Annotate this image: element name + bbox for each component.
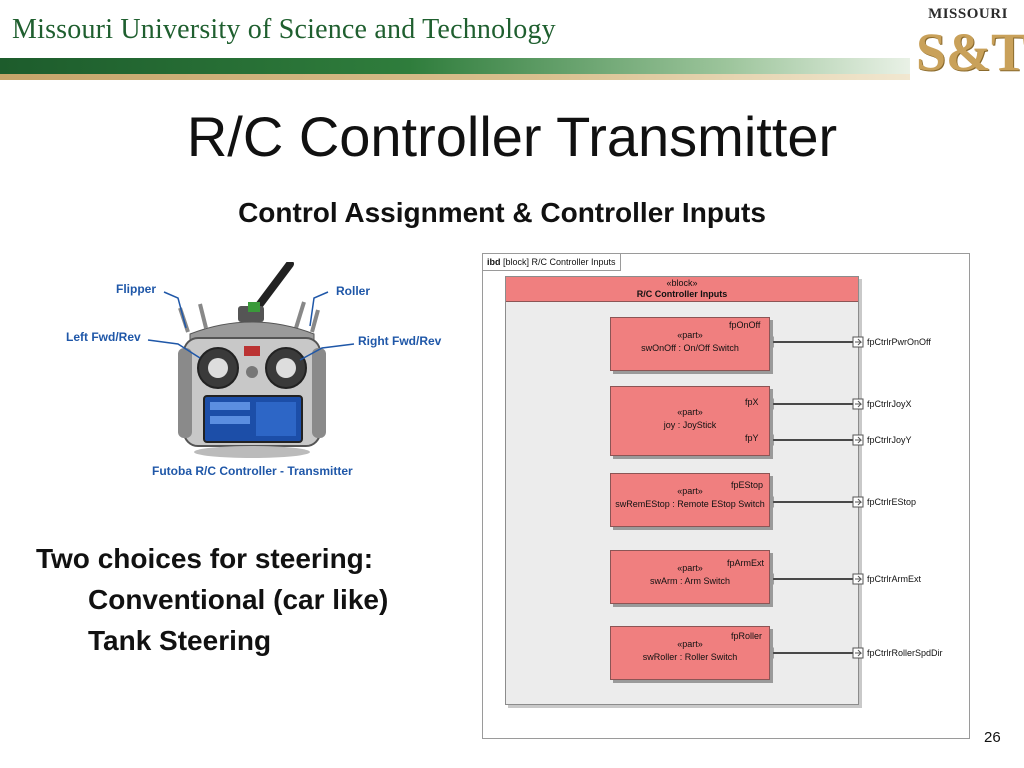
port-label-fpy: fpY bbox=[745, 433, 759, 443]
right-fwd-rev-label: Right Fwd/Rev bbox=[358, 334, 442, 348]
slide-subtitle: Control Assignment & Controller Inputs bbox=[238, 197, 766, 228]
ext-port-fpctrlrpwronoff: fpCtrlrPwrOnOff bbox=[867, 337, 931, 347]
ibd-frame-tab: ibd [block] R/C Controller Inputs bbox=[483, 254, 621, 271]
part-stereotype: «part» bbox=[677, 486, 703, 496]
part-swonoff: «part» swOnOff : On/Off Switch bbox=[610, 317, 770, 371]
page-number: 26 bbox=[984, 729, 1001, 746]
part-swroller: «part» swRoller : Roller Switch bbox=[610, 626, 770, 680]
ext-port-fpctrlrarmext: fpCtrlrArmExt bbox=[867, 574, 921, 584]
port-label-fproller: fpRoller bbox=[731, 631, 763, 641]
part-stereotype: «part» bbox=[677, 639, 703, 649]
roller-label: Roller bbox=[336, 284, 371, 298]
port-label-fpx: fpX bbox=[745, 397, 759, 407]
part-name: swArm : Arm Switch bbox=[649, 576, 730, 586]
ibd-frame-kind: ibd bbox=[487, 257, 501, 267]
steering-option-conventional: Conventional (car like) bbox=[88, 584, 389, 615]
part-name: swOnOff : On/Off Switch bbox=[641, 343, 739, 353]
header-green-bar bbox=[0, 58, 910, 74]
part-name: joy : JoyStick bbox=[663, 420, 717, 430]
port-label-fpestop: fpEStop bbox=[731, 480, 764, 490]
transmitter-photo: Flipper Roller Left Fwd/Rev Right Fwd/Re… bbox=[60, 260, 460, 484]
university-logo: MISSOURI S&T bbox=[916, 6, 1024, 84]
part-name: swRoller : Roller Switch bbox=[642, 652, 738, 662]
block-name: R/C Controller Inputs bbox=[636, 289, 728, 299]
ext-port-fpctrlrrollerspddir: fpCtrlrRollerSpdDir bbox=[867, 648, 943, 658]
block-header: «block» R/C Controller Inputs bbox=[506, 277, 858, 302]
logo-missouri-text: MISSOURI bbox=[928, 6, 1008, 22]
flipper-label: Flipper bbox=[116, 282, 157, 296]
part-swremestop: «part» swRemEStop : Remote EStop Switch bbox=[610, 473, 770, 527]
slide-title: R/C Controller Transmitter bbox=[186, 105, 838, 168]
transmitter-illustration bbox=[147, 260, 355, 458]
logo-st-text: S&T bbox=[916, 22, 1024, 82]
part-name: swRemEStop : Remote EStop Switch bbox=[615, 499, 765, 509]
header-banner: Missouri University of Science and Techn… bbox=[0, 0, 1024, 86]
ibd-frame-label: [block] R/C Controller Inputs bbox=[503, 257, 616, 267]
steering-option-tank: Tank Steering bbox=[88, 625, 272, 656]
part-stereotype: «part» bbox=[677, 563, 703, 573]
left-fwd-rev-label: Left Fwd/Rev bbox=[66, 330, 141, 344]
university-name: Missouri University of Science and Techn… bbox=[12, 14, 556, 45]
ext-port-fpctrlrjoyx: fpCtrlrJoyX bbox=[867, 399, 912, 409]
ext-port-fpctrlrestop: fpCtrlrEStop bbox=[867, 497, 917, 507]
steering-heading: Two choices for steering: bbox=[36, 543, 374, 574]
block-stereotype: «block» bbox=[666, 278, 698, 288]
part-joystick: «part» joy : JoyStick bbox=[610, 386, 770, 456]
ibd-diagram-frame: ibd [block] R/C Controller Inputs «block… bbox=[482, 253, 970, 739]
header-gold-bar bbox=[0, 74, 910, 80]
port-label-fparmext: fpArmExt bbox=[727, 558, 765, 568]
photo-caption: Futoba R/C Controller - Transmitter bbox=[152, 464, 353, 478]
part-swarm: «part» swArm : Arm Switch bbox=[610, 550, 770, 604]
part-stereotype: «part» bbox=[677, 407, 703, 417]
part-stereotype: «part» bbox=[677, 330, 703, 340]
steering-choices: Two choices for steering: Conventional (… bbox=[36, 538, 388, 661]
port-label-fponoff: fpOnOff bbox=[729, 320, 761, 330]
ext-port-fpctrlrjoyy: fpCtrlrJoyY bbox=[867, 435, 912, 445]
